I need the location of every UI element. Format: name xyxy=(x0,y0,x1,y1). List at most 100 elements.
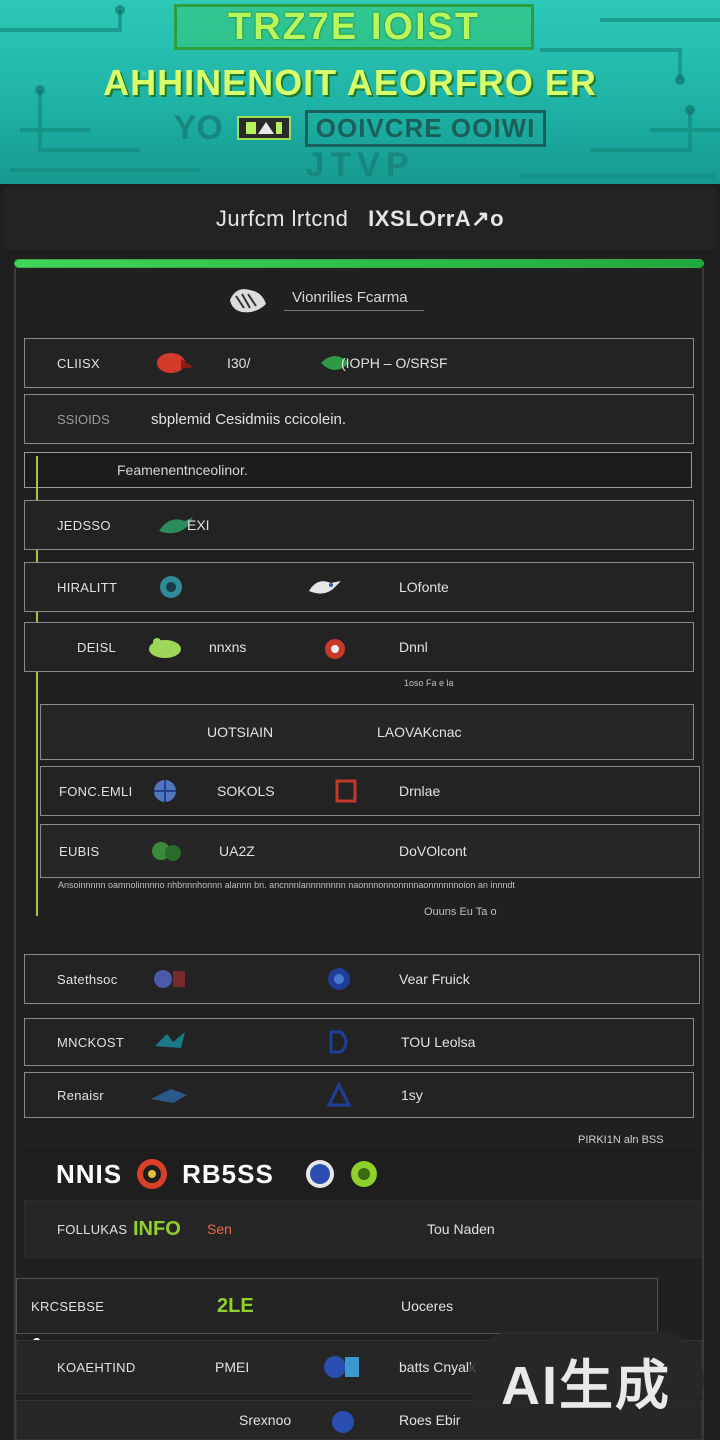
row-name: FONC.EMLI xyxy=(59,783,133,799)
banner-logo-icon xyxy=(236,116,291,140)
blue-globe-icon xyxy=(154,780,176,802)
blue-shape-icon xyxy=(326,1081,352,1107)
red-flower-icon xyxy=(325,639,345,659)
bird-icon xyxy=(309,581,341,594)
teal-bird-icon xyxy=(155,1032,185,1048)
caption-small: Ouuns Eu Ta o xyxy=(424,906,497,918)
banner-subtitle: AHHINENOIT AEORFRO ER xyxy=(103,62,597,103)
row-value1: Srexnoo xyxy=(239,1412,292,1428)
lime-frog-icon xyxy=(149,638,181,658)
blue-wing-icon xyxy=(151,1089,187,1103)
table-row[interactable]: HIRALITT LOfonte xyxy=(24,562,694,612)
row-value1: nnxns xyxy=(209,639,247,655)
row-highlight: INFO xyxy=(133,1217,181,1240)
table-row[interactable]: JEDSSO EXI xyxy=(24,500,694,550)
row-value2: Roes Ebir xyxy=(399,1412,461,1428)
row-name: FOLLUKAS xyxy=(57,1221,128,1237)
row-value2: TOU Leolsa xyxy=(401,1034,476,1050)
table-row[interactable]: DEISL nnxns Dnnl xyxy=(24,622,694,672)
banner-title: TRZ7E IOIST xyxy=(227,5,481,48)
table-row[interactable]: CLIISX I30/ (IOPH – O/SRSF xyxy=(24,338,694,388)
page-title: Jurfcm lrtcnd IXSLOrrA↗o xyxy=(216,206,504,232)
caption-long: Ansoinnnnn oamnolinnnno nhbnnnhonnn alan… xyxy=(58,880,515,890)
row-name: JEDSSO xyxy=(57,517,111,533)
caption-band: PIRKI1N aln BSS xyxy=(578,1134,664,1146)
row-value2: Vear Fruick xyxy=(399,971,470,987)
caption-small: 1oso Fa e la xyxy=(404,678,454,688)
blue-orb-icon xyxy=(332,1411,354,1433)
teal-orb-icon xyxy=(160,576,182,598)
row-value2: LOfonte xyxy=(399,579,449,595)
row-value1: PMEI xyxy=(215,1359,250,1375)
green-divider xyxy=(36,456,38,916)
hero-banner: TRZ7E IOIST AHHINENOIT AEORFRO ER YO OOI… xyxy=(0,0,720,184)
featured-left: NNIS xyxy=(56,1158,123,1189)
emblem-icon xyxy=(230,289,266,313)
row-name: Renaisr xyxy=(57,1087,104,1103)
table-row[interactable]: KRCSEBSE 2LE Uoceres xyxy=(16,1278,658,1334)
note-row: SSIOIDS sbplemid Cesidmiis ccicolein. xyxy=(24,394,694,444)
row-name: HIRALITT xyxy=(57,579,118,595)
note-text: sbplemid Cesidmiis ccicolein. xyxy=(151,411,347,428)
row-value2: batts Cnyalk xyxy=(399,1359,477,1375)
table-row[interactable]: Satethsoc Vear Fruick xyxy=(24,954,700,1004)
row-value2: Dnnl xyxy=(399,639,428,655)
featured-row[interactable]: NNIS RB5SS xyxy=(24,1148,702,1200)
target-icon xyxy=(137,1159,168,1189)
row-value2: Uoceres xyxy=(401,1298,454,1314)
banner-row3: YO OOIVCRE OOIWI xyxy=(0,108,720,147)
row-name: KRCSEBSE xyxy=(31,1298,105,1314)
row-value2: 1sy xyxy=(401,1087,423,1103)
section-label: Vionrilies Fcarma xyxy=(284,289,424,311)
red-leaf-icon xyxy=(157,353,193,373)
table-row[interactable]: FOLLUKAS INFO Sen Tou Naden xyxy=(24,1200,702,1258)
table-row[interactable]: MNCKOST TOU Leolsa xyxy=(24,1018,694,1066)
row-value1: UOTSIAIN xyxy=(207,724,274,740)
watermark-text: AI生成 xyxy=(501,1355,671,1416)
row-highlight: 2LE xyxy=(217,1294,254,1317)
row-value1: Sen xyxy=(207,1221,232,1237)
page-title-part2: IXSLOrrA↗o xyxy=(368,206,505,231)
progress-bar xyxy=(14,259,704,268)
blue-shape-icon xyxy=(329,1030,348,1054)
blue-flag-icon xyxy=(154,970,185,988)
row-value2: Drnlae xyxy=(399,783,441,799)
banner-row3-left: YO xyxy=(173,108,223,147)
page-title-part1: Jurfcm lrtcnd xyxy=(215,206,349,231)
row-name: KOAEHTIND xyxy=(57,1359,136,1375)
table-row[interactable]: FONC.EMLI SOKOLS Drnlae xyxy=(40,766,700,816)
featured-right: RB5SS xyxy=(182,1158,274,1189)
banner-tag: OOIVCRE OOIWI xyxy=(304,109,547,147)
row-value1: EXI xyxy=(187,517,210,533)
lime-orb-icon xyxy=(350,1161,377,1187)
row-value2: (IOPH – O/SRSF xyxy=(341,355,448,371)
blue-moon-icon xyxy=(323,720,335,744)
green-bird-icon xyxy=(159,517,193,534)
green-cluster-icon xyxy=(152,842,181,861)
red-box-icon xyxy=(335,779,357,803)
row-name: MNCKOST xyxy=(57,1034,125,1050)
row-value2: LAOVAKcnac xyxy=(377,724,462,740)
table-row[interactable]: Renaisr 1sy xyxy=(24,1072,694,1118)
row-value1: UA2Z xyxy=(219,843,255,859)
row-name: CLIISX xyxy=(57,355,100,371)
row-value2: DoVOlcont xyxy=(399,843,467,859)
row-name: Satethsoc xyxy=(57,971,118,987)
note-label: SSIOIDS xyxy=(57,412,110,427)
row-value1: I30/ xyxy=(227,355,251,371)
globe-icon xyxy=(305,1160,334,1188)
banner-title-box: TRZ7E IOIST xyxy=(174,4,534,50)
blue-orb-icon xyxy=(324,1356,359,1378)
row-name: DEISL xyxy=(77,639,117,655)
text-field[interactable]: Feamenentnceolinor. xyxy=(24,452,692,488)
banner-row4: JTVP xyxy=(305,146,415,184)
table-row[interactable]: UOTSIAIN LAOVAKcnac xyxy=(40,704,694,760)
row-value1: SOKOLS xyxy=(217,783,275,799)
watermark: AI生成 xyxy=(468,1330,704,1430)
blue-eye-icon xyxy=(328,968,350,990)
table-row[interactable]: EUBIS UA2Z DoVOlcont xyxy=(40,824,700,878)
progress-fill xyxy=(15,260,703,267)
row-value2: Tou Naden xyxy=(427,1221,495,1237)
green-leaf-icon xyxy=(321,356,349,370)
page-header: Jurfcm lrtcnd IXSLOrrA↗o xyxy=(4,188,716,250)
